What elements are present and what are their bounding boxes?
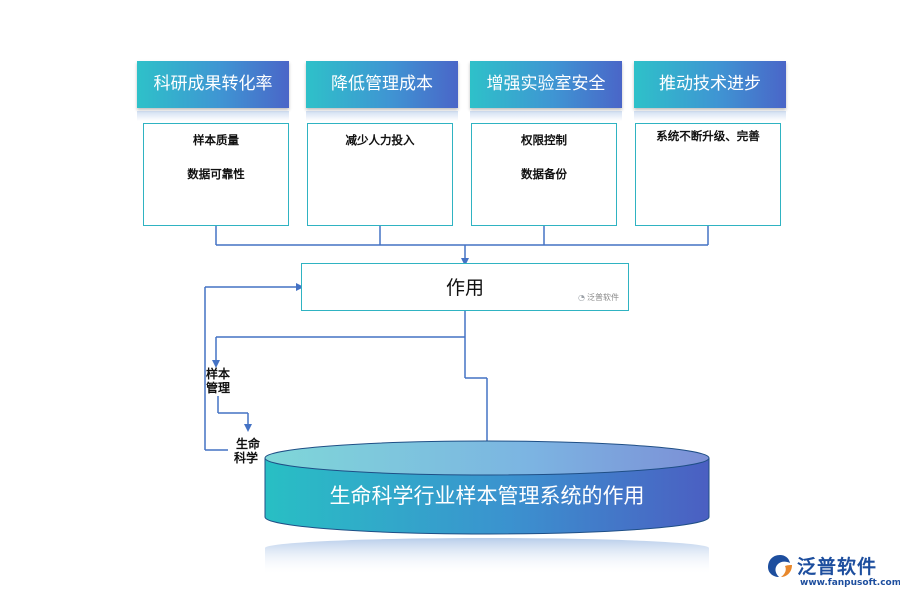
cylinder-title: 生命科学行业样本管理系统的作用 <box>329 484 645 508</box>
item-box-tech: 系统不断升级、完善 <box>635 123 781 226</box>
item-box-research: 样本质量 数据可靠性 <box>143 123 289 226</box>
header-box-research: 科研成果转化率 <box>137 61 289 108</box>
item-box-safety: 权限控制 数据备份 <box>471 123 617 226</box>
header-shadow <box>634 111 786 121</box>
header-shadow <box>306 111 458 121</box>
side-label-sample: 样本 管理 <box>206 367 230 395</box>
cylinder-shape <box>264 440 710 535</box>
cylinder-reflection <box>265 538 709 575</box>
header-box-safety: 增强实验室安全 <box>470 61 622 108</box>
header-shadow <box>137 111 289 121</box>
header-label: 推动技术进步 <box>659 74 761 94</box>
flow-connector <box>204 283 491 451</box>
header-label: 科研成果转化率 <box>153 74 273 94</box>
header-box-tech: 推动技术进步 <box>634 61 786 108</box>
side-label-line: 生命 <box>236 437 261 451</box>
brand-logo-icon <box>768 554 792 577</box>
brand-name: 泛普软件 <box>797 556 878 578</box>
item-text: 系统不断升级、完善 <box>656 129 760 143</box>
item-box-cost: 减少人力投入 <box>307 123 453 226</box>
header-label: 降低管理成本 <box>331 74 433 94</box>
effect-box: 作用 <box>301 263 629 311</box>
header-box-cost: 降低管理成本 <box>306 61 458 108</box>
item-text: 数据备份 <box>521 167 567 181</box>
brand-url: www.fanpusoft.com <box>800 578 900 588</box>
side-label-line: 管理 <box>206 381 231 395</box>
effect-title: 作用 <box>445 277 484 299</box>
side-label-line: 样本 <box>206 367 231 381</box>
top-connector <box>215 226 709 266</box>
brand-logo: 泛普软件 <box>766 552 877 579</box>
watermark-text: 泛普软件 <box>586 293 619 302</box>
item-text: 权限控制 <box>521 133 567 147</box>
side-label-line: 科学 <box>234 451 259 465</box>
item-text: 样本质量 <box>193 133 239 147</box>
item-text: 数据可靠性 <box>187 167 245 181</box>
watermark-small: ◔ 泛普软件 <box>578 292 619 303</box>
side-label-life: 生命 科学 <box>234 437 261 465</box>
header-label: 增强实验室安全 <box>486 74 606 94</box>
item-text: 减少人力投入 <box>345 133 415 147</box>
watermark-logo-icon: ◔ <box>578 293 585 302</box>
header-shadow <box>470 111 622 121</box>
